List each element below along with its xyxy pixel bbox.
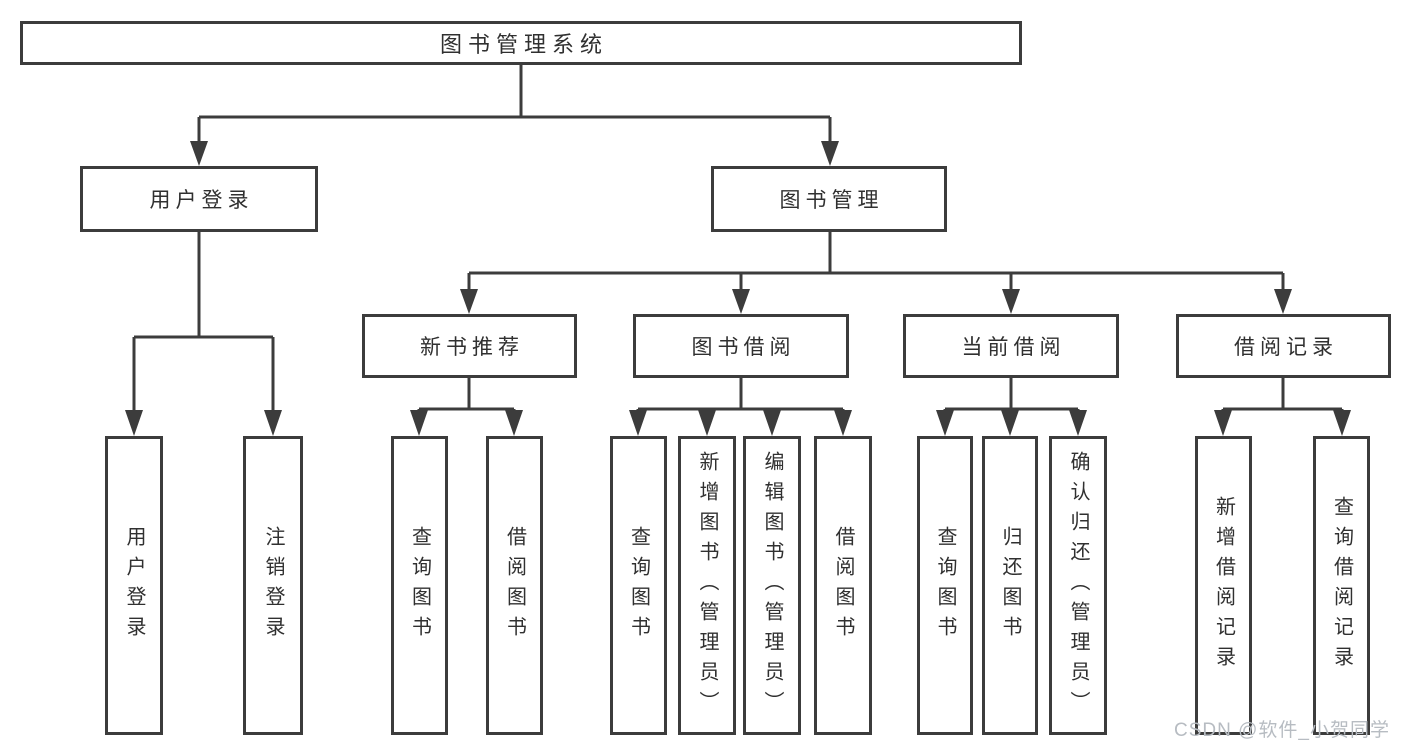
leaf-confirm-return-admin: 确认归还（管理员） [1049,436,1107,735]
node-new-book-recommendation: 新书推荐 [362,314,577,378]
leaf-borrow-query-book: 查询图书 [610,436,667,735]
leaf-query-borrow-record: 查询借阅记录 [1313,436,1370,735]
leaf-recommend-query-book: 查询图书 [391,436,448,735]
node-current-borrowing: 当前借阅 [903,314,1119,378]
node-borrowing-records: 借阅记录 [1176,314,1391,378]
leaf-add-book-admin: 新增图书（管理员） [678,436,736,735]
leaf-logout: 注销登录 [243,436,303,735]
leaf-recommend-borrow-book: 借阅图书 [486,436,543,735]
node-book-management: 图书管理 [711,166,947,232]
leaf-user-login: 用户登录 [105,436,163,735]
node-book-borrowing: 图书借阅 [633,314,849,378]
leaf-return-book: 归还图书 [982,436,1038,735]
leaf-borrow-book: 借阅图书 [814,436,872,735]
leaf-current-query-book: 查询图书 [917,436,973,735]
leaf-add-borrow-record: 新增借阅记录 [1195,436,1252,735]
tree-edges [125,65,1351,436]
node-library-management-system: 图书管理系统 [20,21,1022,65]
csdn-watermark: CSDN @软件_小贺同学 [1174,720,1390,741]
node-user-login: 用户登录 [80,166,318,232]
leaf-edit-book-admin: 编辑图书（管理员） [743,436,801,735]
